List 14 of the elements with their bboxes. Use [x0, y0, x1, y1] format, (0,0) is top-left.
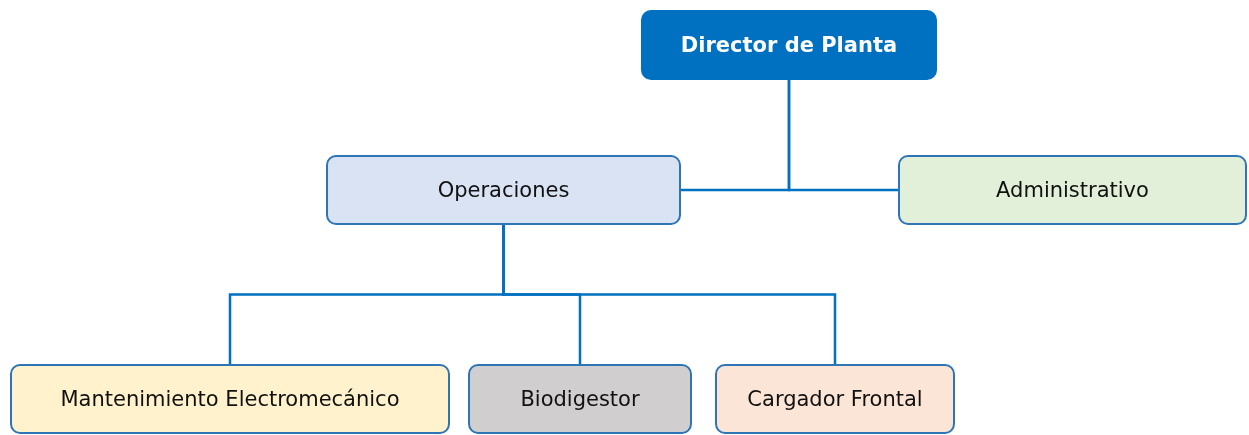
department-box [10, 364, 450, 434]
connector-line [502, 225, 837, 364]
box-label: Administrativo [995, 178, 1150, 202]
connector-line [787, 80, 898, 192]
box-label: Biodigestor [519, 387, 641, 411]
department-box [326, 155, 681, 225]
box-label: Cargador Frontal [746, 387, 924, 411]
department-box [468, 364, 692, 434]
director-box [641, 10, 937, 80]
box-label: Operaciones [436, 178, 571, 202]
department-box [898, 155, 1247, 225]
department-box [715, 364, 955, 434]
box-label: Mantenimiento Electromecánico [59, 387, 401, 411]
box-label: Director de Planta [679, 33, 899, 57]
